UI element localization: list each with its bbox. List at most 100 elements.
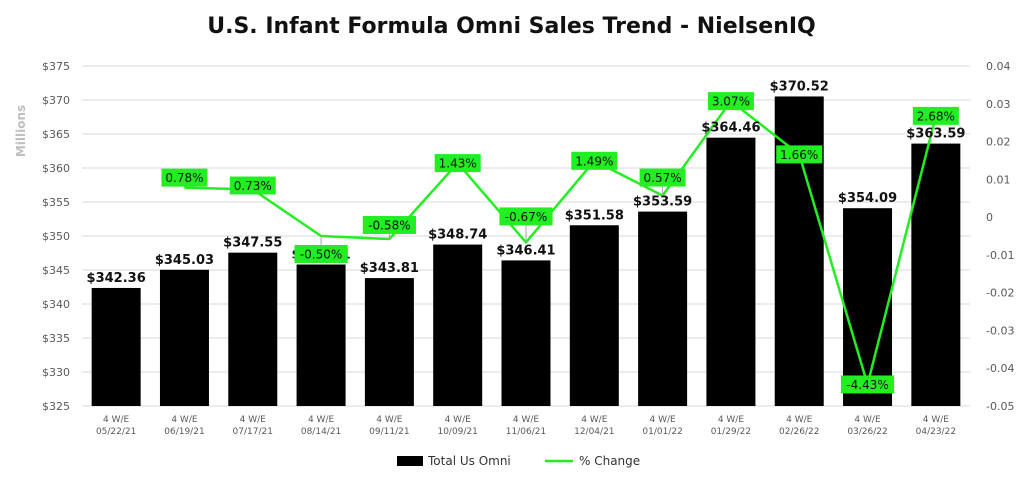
bar <box>706 137 756 406</box>
bar <box>91 287 141 406</box>
bar-data-label: $347.55 <box>223 236 282 251</box>
pct-data-label: 0.73% <box>234 179 272 193</box>
pct-data-label: 2.68% <box>917 109 955 123</box>
pct-data-label: 1.66% <box>780 148 818 162</box>
pct-label-box <box>294 245 348 263</box>
right-axis-tick-label: -0.03 <box>986 324 1014 337</box>
bar <box>638 211 688 406</box>
pct-data-label: -0.58% <box>368 219 410 233</box>
bar-data-label: $345.03 <box>155 253 214 268</box>
pct-label-box <box>912 106 959 125</box>
x-axis-tick-label: 01/29/22 <box>711 427 751 437</box>
left-axis-tick-label: $325 <box>42 400 70 413</box>
left-axis-tick-label: $340 <box>42 298 70 311</box>
x-axis-tick-label: 4 W/E <box>308 415 335 425</box>
bar-data-label: $364.46 <box>701 121 760 136</box>
pct-label-box <box>707 92 754 111</box>
bar <box>364 278 414 406</box>
series-line-pct-change <box>184 99 938 386</box>
legend-swatch-bar <box>397 456 423 466</box>
bar-data-label: $346.41 <box>496 243 555 258</box>
legend-label-total: Total Us Omni <box>427 454 511 468</box>
bar-data-label: $342.36 <box>87 271 146 286</box>
bar-data-label: $351.58 <box>565 208 624 223</box>
bar-data-label: $370.52 <box>770 79 829 94</box>
left-axis-tick-label: $355 <box>42 196 70 209</box>
x-axis-tick-label: 4 W/E <box>718 415 745 425</box>
x-axis-tick-label: 05/22/21 <box>96 427 136 437</box>
left-axis-tick-label: $350 <box>42 230 70 243</box>
right-axis-tick-label: -0.04 <box>986 362 1014 375</box>
left-axis-tick-label: $365 <box>42 128 70 141</box>
x-axis-tick-label: 03/26/22 <box>847 427 887 437</box>
left-axis-tick-label: $370 <box>42 94 70 107</box>
bar-data-label: $348.74 <box>428 228 487 243</box>
right-axis-tick-label: 0.02 <box>986 136 1011 149</box>
x-axis-tick-label: 4 W/E <box>171 415 198 425</box>
right-axis-tick-label: -0.05 <box>986 400 1014 413</box>
x-axis-tick-label: 4 W/E <box>240 415 267 425</box>
pct-data-label: 1.43% <box>439 157 477 171</box>
pct-data-label: 1.49% <box>575 154 613 168</box>
pct-data-label: -4.43% <box>846 378 888 392</box>
y-axis-label: Millions <box>14 105 28 157</box>
right-axis-tick-label: 0.04 <box>986 60 1011 73</box>
pct-label-box <box>434 154 481 173</box>
pct-label-box <box>639 168 686 187</box>
right-axis-tick-label: 0 <box>986 211 993 224</box>
x-axis-tick-label: 01/01/22 <box>642 427 682 437</box>
x-axis-tick-label: 12/04/21 <box>574 427 614 437</box>
x-axis-tick-label: 08/14/21 <box>301 427 341 437</box>
left-axis-tick-label: $330 <box>42 366 70 379</box>
bar <box>843 208 893 406</box>
bar <box>228 252 278 406</box>
right-axis-tick-label: -0.01 <box>986 249 1014 262</box>
left-axis-tick-label: $375 <box>42 60 70 73</box>
pct-data-label: 3.07% <box>712 95 750 109</box>
x-axis-tick-label: 10/09/21 <box>437 427 477 437</box>
chart-title: U.S. Infant Formula Omni Sales Trend - N… <box>207 14 816 39</box>
pct-label-box <box>362 216 416 235</box>
x-axis-tick-label: 4 W/E <box>786 415 813 425</box>
legend-label-pct: % Change <box>579 454 640 468</box>
bar <box>433 244 483 406</box>
right-axis-tick-label: -0.02 <box>986 287 1014 300</box>
bar <box>569 225 619 406</box>
x-axis-tick-label: 4 W/E <box>854 415 881 425</box>
pct-data-label: 0.78% <box>165 171 203 185</box>
pct-data-label: 0.57% <box>644 171 682 185</box>
x-axis-tick-label: 02/26/22 <box>779 427 819 437</box>
x-axis-tick-label: 04/23/22 <box>916 427 956 437</box>
x-axis-tick-label: 4 W/E <box>376 415 403 425</box>
left-axis-tick-label: $360 <box>42 162 70 175</box>
bar <box>774 96 824 407</box>
bar <box>911 143 961 406</box>
x-axis-tick-label: 07/17/21 <box>233 427 273 437</box>
left-axis-tick-label: $335 <box>42 332 70 345</box>
x-axis-tick-label: 4 W/E <box>445 415 472 425</box>
pct-label-box <box>840 375 895 394</box>
x-axis-tick-label: 09/11/21 <box>369 427 409 437</box>
left-axis-tick-label: $345 <box>42 264 70 277</box>
x-axis-tick-label: 4 W/E <box>581 415 608 425</box>
right-axis-tick-label: 0.03 <box>986 98 1011 111</box>
x-axis-tick-label: 4 W/E <box>923 415 950 425</box>
bar-data-label: $343.81 <box>360 261 419 276</box>
pct-label-box <box>229 176 276 195</box>
x-axis-tick-label: 4 W/E <box>103 415 130 425</box>
x-axis-tick-label: 06/19/21 <box>164 427 204 437</box>
bar-data-label: $363.59 <box>906 127 965 142</box>
x-axis-tick-label: 4 W/E <box>513 415 540 425</box>
pct-data-label: -0.67% <box>505 210 547 224</box>
pct-label-box <box>571 151 618 170</box>
x-axis-tick-label: 4 W/E <box>650 415 677 425</box>
bar <box>501 260 551 406</box>
bar-data-label: $353.59 <box>633 195 692 210</box>
bar <box>296 264 346 406</box>
bar-data-label: $354.09 <box>838 191 897 206</box>
right-axis-tick-label: 0.01 <box>986 173 1011 186</box>
pct-label-box <box>776 145 823 164</box>
pct-data-label: -0.50% <box>300 248 342 262</box>
